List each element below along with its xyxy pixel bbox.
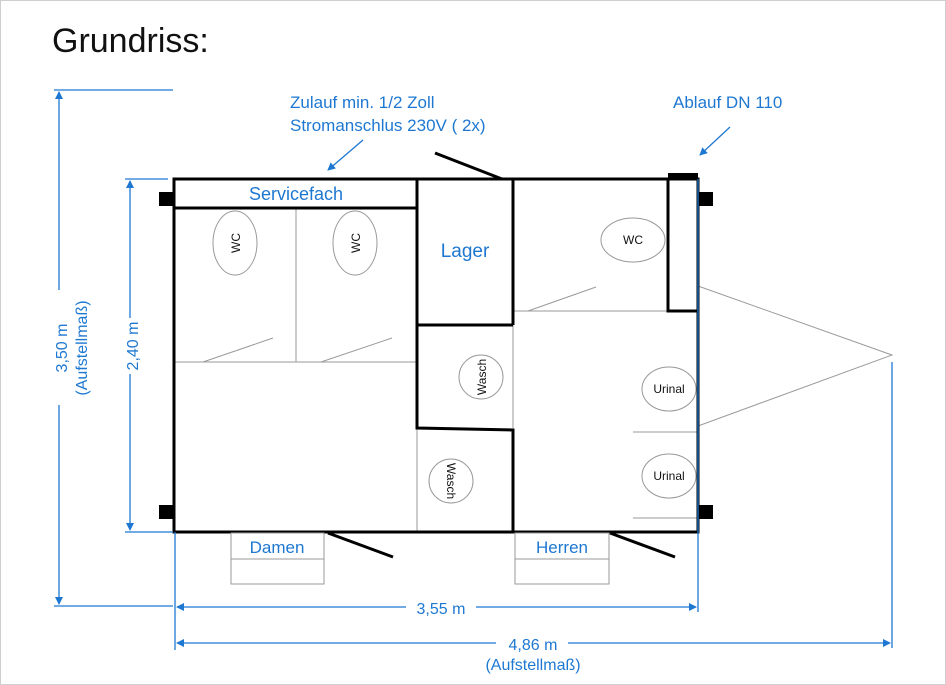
drain-arrow bbox=[699, 126, 731, 156]
steps-ladies bbox=[230, 532, 325, 585]
svg-text:WC: WC bbox=[229, 233, 243, 253]
door-gents[interactable] bbox=[609, 531, 676, 559]
page-title: Grundriss: bbox=[52, 22, 209, 60]
dimension-total-height: 3,50 m (Aufstellmaß) bbox=[48, 89, 173, 607]
svg-text:Wasch: Wasch bbox=[444, 463, 458, 499]
wash-basin-2: Wasch bbox=[428, 458, 474, 504]
wc-fixture-1: WC bbox=[212, 210, 258, 276]
supply-label-1: Zulauf min. 1/2 Zoll bbox=[290, 93, 435, 112]
walls bbox=[172, 173, 700, 534]
svg-text:2,40 m: 2,40 m bbox=[125, 322, 142, 371]
svg-text:Urinal: Urinal bbox=[653, 469, 684, 483]
svg-text:Urinal: Urinal bbox=[653, 382, 684, 396]
room-label-service: Servicefach bbox=[249, 184, 343, 204]
wash-basin-1: Wasch bbox=[458, 354, 504, 400]
svg-text:(Aufstellmaß): (Aufstellmaß) bbox=[485, 657, 580, 674]
svg-text:(Aufstellmaß): (Aufstellmaß) bbox=[74, 300, 91, 395]
svg-text:3,55 m: 3,55 m bbox=[417, 601, 466, 618]
room-label-ladies: Damen bbox=[250, 538, 305, 557]
dimension-total-width: 4,86 m (Aufstellmaß) bbox=[176, 362, 893, 674]
drain-label: Ablauf DN 110 bbox=[673, 93, 782, 112]
wc-fixture-2: WC bbox=[332, 210, 378, 276]
steps-gents bbox=[514, 532, 610, 585]
door-storage[interactable] bbox=[434, 151, 503, 181]
svg-text:WC: WC bbox=[349, 233, 363, 253]
svg-text:3,50 m: 3,50 m bbox=[54, 324, 71, 373]
supply-label-2: Stromanschlus 230V ( 2x) bbox=[290, 116, 486, 135]
dimension-inner-height: 2,40 m bbox=[122, 178, 173, 533]
wc-fixture-3: WC bbox=[600, 217, 666, 263]
room-label-gents: Herren bbox=[536, 538, 588, 557]
svg-text:WC: WC bbox=[623, 233, 643, 247]
svg-text:4,86 m: 4,86 m bbox=[509, 637, 558, 654]
urinal-1: Urinal bbox=[641, 366, 697, 412]
dimension-inner-width: 3,55 m bbox=[174, 179, 699, 650]
svg-text:Wasch: Wasch bbox=[475, 359, 489, 395]
tow-bar bbox=[697, 285, 894, 427]
urinal-2: Urinal bbox=[641, 453, 697, 499]
room-label-storage: Lager bbox=[441, 241, 490, 262]
supply-arrow bbox=[327, 139, 364, 171]
door-ladies[interactable] bbox=[327, 531, 394, 559]
interior-lines bbox=[174, 208, 698, 532]
support-jacks bbox=[159, 192, 713, 519]
